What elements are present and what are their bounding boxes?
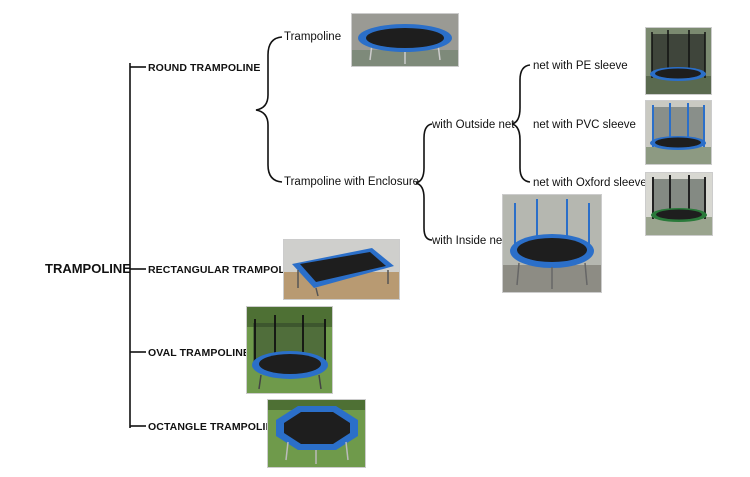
category-round-label: ROUND TRAMPOLINE [148,62,261,74]
enclosure-inside-net-label: with Inside net [432,235,506,247]
net-pe-sleeve-photo [645,27,712,95]
round-type-trampoline-label: Trampoline [284,31,342,43]
category-octangle-label: OCTANGLE TRAMPOLINE [148,421,281,433]
root-label: TRAMPOLINE [45,261,131,276]
enclosure-outside-net-label: with Outside net [432,119,515,131]
category-rectangular-label: RECTANGULAR TRAMPOLINE [148,264,303,276]
octangle-trampoline-photo [267,399,366,468]
outside-net-brace [511,64,531,183]
category-oval-label: OVAL TRAMPOLINE [148,347,251,359]
round-trampoline-photo [351,13,459,67]
net-pvc-sleeve-label: net with PVC sleeve [533,119,636,131]
net-oxford-sleeve-photo [645,172,713,236]
net-oxford-sleeve-label: net with Oxford sleeve [533,177,647,189]
round-type-enclosure-label: Trampoline with Enclosure [284,176,420,188]
enclosure-brace [415,123,433,241]
net-pe-sleeve-label: net with PE sleeve [533,60,628,72]
inside-net-trampoline-photo [502,194,602,293]
rectangular-trampoline-photo [283,239,400,300]
round-brace [255,36,283,183]
oval-trampoline-photo [246,306,333,394]
net-pvc-sleeve-photo [645,100,712,165]
